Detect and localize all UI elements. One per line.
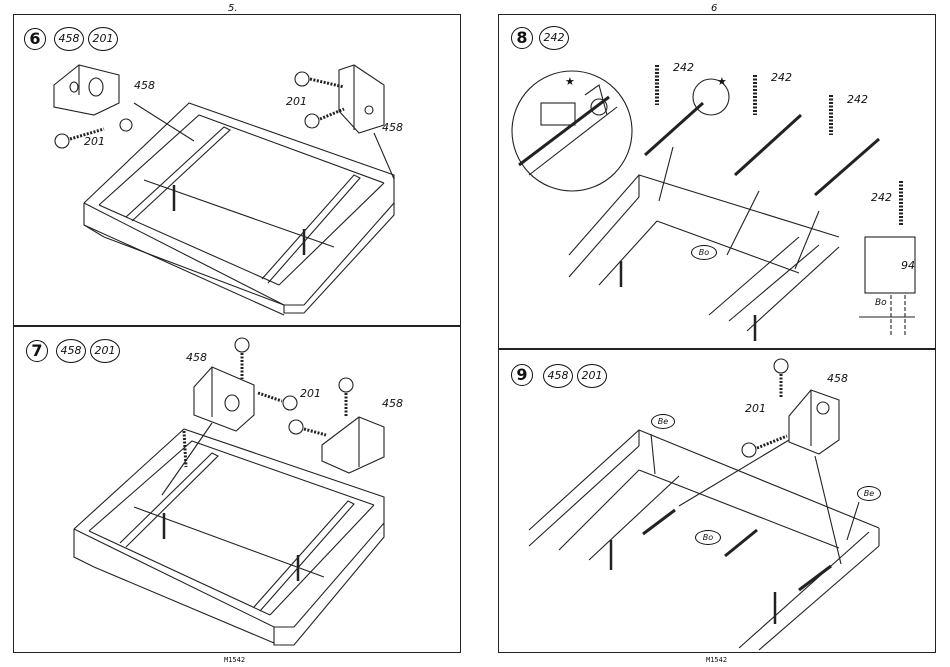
step-8-label-screw-c: 242 bbox=[847, 93, 868, 106]
step-8-detail-bo: Bo bbox=[875, 298, 887, 308]
step-7-panel: 7 458 201 458 201 458 bbox=[13, 326, 461, 653]
step-8-label-screw-b: 242 bbox=[771, 71, 792, 84]
step-8-panel-bo: Bo bbox=[691, 245, 717, 260]
step-6-number: 6 bbox=[24, 28, 46, 50]
step-7-part-201: 201 bbox=[90, 339, 120, 363]
step-6-label-bracket: 458 bbox=[134, 79, 155, 92]
step-9-number: 9 bbox=[511, 364, 533, 386]
footer-code-left: M1542 bbox=[224, 656, 245, 664]
step-6-part-201: 201 bbox=[88, 27, 118, 51]
step-8-label-screw-d: 242 bbox=[871, 191, 892, 204]
step-7-illustration bbox=[14, 327, 461, 653]
step-6-label-screw: 201 bbox=[84, 135, 105, 148]
step-6-part-458: 458 bbox=[54, 27, 84, 51]
step-8-panel: 8 242 ★ ★ 242 242 242 242 94 Bo Bo bbox=[498, 14, 936, 349]
step-6-label-bracket-right: 458 bbox=[382, 121, 403, 134]
page-number-right: 6 bbox=[711, 3, 717, 14]
step-7-label-bracket: 458 bbox=[186, 351, 207, 364]
step-9-label-bracket: 458 bbox=[827, 372, 848, 385]
step-8-label-screw-a: 242 bbox=[673, 61, 694, 74]
step-9-illustration bbox=[499, 350, 936, 653]
step-6-illustration bbox=[14, 15, 461, 326]
step-8-number: 8 bbox=[511, 27, 533, 49]
step-7-part-458: 458 bbox=[56, 339, 86, 363]
step-9-part-458: 458 bbox=[543, 364, 573, 388]
step-9-panel-be-left: Be bbox=[651, 414, 675, 429]
step-8-star-rail: ★ bbox=[717, 75, 727, 88]
step-7-number: 7 bbox=[26, 340, 48, 362]
footer-code-right: M1542 bbox=[706, 656, 727, 664]
step-6-label-screw-right: 201 bbox=[286, 95, 307, 108]
step-9-part-201: 201 bbox=[577, 364, 607, 388]
step-9-panel: 9 458 201 458 201 Be Be Bo bbox=[498, 349, 936, 653]
step-8-label-dimension: 94 bbox=[901, 259, 915, 272]
step-8-part-242: 242 bbox=[539, 26, 569, 50]
step-8-star-detail: ★ bbox=[565, 75, 575, 88]
page-number-left: 5. bbox=[228, 3, 238, 14]
step-9-panel-bo: Bo bbox=[695, 530, 721, 545]
step-8-illustration bbox=[499, 15, 936, 349]
step-6-panel: 6 458 201 458 201 458 201 bbox=[13, 14, 461, 326]
step-7-label-bracket-right: 458 bbox=[382, 397, 403, 410]
step-9-label-screw: 201 bbox=[745, 402, 766, 415]
step-9-panel-be-right: Be bbox=[857, 486, 881, 501]
step-7-label-screw: 201 bbox=[300, 387, 321, 400]
